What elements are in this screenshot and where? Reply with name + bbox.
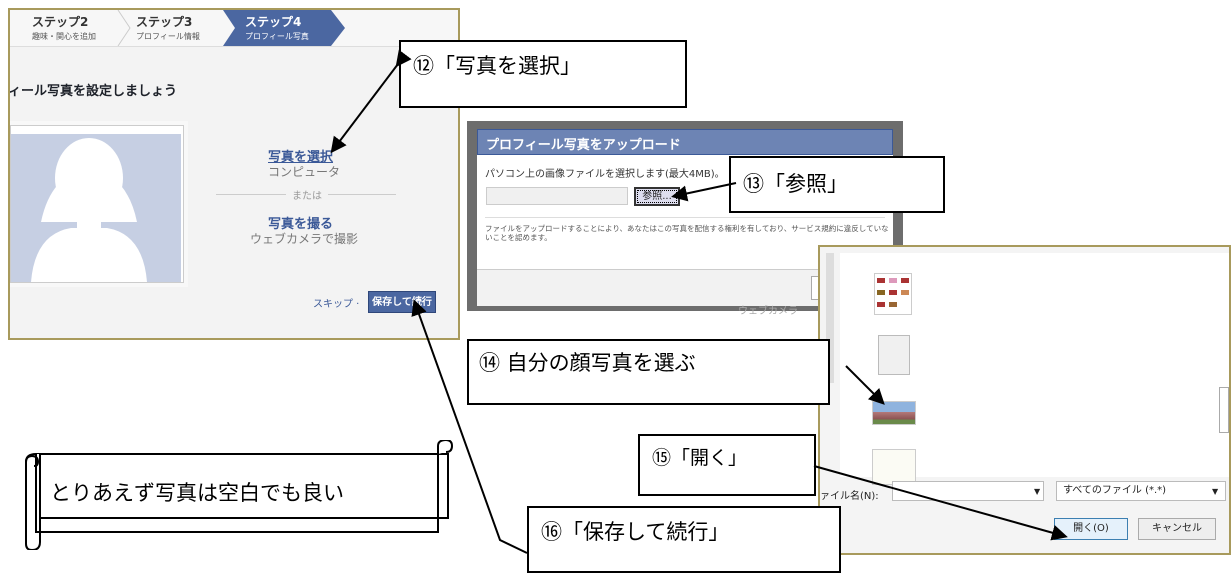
callout-select-photo: ⑫「写真を選択」 bbox=[399, 40, 687, 108]
dialog-description: パソコン上の画像ファイルを選択します(最大4MB)。 bbox=[485, 169, 725, 180]
arrow-to-browse bbox=[671, 182, 737, 202]
arrow-to-face-photo bbox=[845, 365, 885, 405]
step-progress-bar: ステップ2 趣味・関心を追加 ステップ3 プロフィール情報 ステップ4 プロフィ… bbox=[10, 10, 458, 47]
scroll-banner-shape bbox=[25, 440, 454, 550]
step-arrow-icon bbox=[331, 10, 345, 46]
cancel-button[interactable]: キャンセル bbox=[1138, 518, 1216, 540]
profile-photo-placeholder bbox=[10, 125, 184, 283]
skip-link[interactable]: スキップ · bbox=[313, 299, 360, 310]
arrow-to-select-photo bbox=[330, 49, 412, 154]
face-photo-thumbnail[interactable] bbox=[872, 401, 916, 425]
callout-open: ⑮「開く」 bbox=[638, 434, 816, 496]
step-4-subtitle: プロフィール写真 bbox=[245, 32, 309, 41]
take-photo-source: ウェブカメラで撮影 bbox=[250, 232, 359, 246]
filetype-select[interactable]: すべてのファイル (*.*) bbox=[1056, 481, 1226, 501]
background-text: ウェブカメラ bbox=[738, 306, 798, 317]
take-photo-link[interactable]: 写真を撮る bbox=[268, 217, 334, 232]
step-4-title: ステップ4 bbox=[245, 15, 302, 29]
terms-text: ファイルをアップロードすることにより、あなたはこの写真を配信する権利を有しており… bbox=[485, 224, 889, 242]
callout-browse: ⑬「参照」 bbox=[729, 156, 945, 213]
file-list bbox=[840, 253, 1229, 485]
step-notch-icon bbox=[223, 10, 235, 46]
select-photo-link[interactable]: 写真を選択 bbox=[268, 150, 334, 165]
dialog-title: プロフィール写真をアップロード bbox=[486, 138, 681, 153]
select-photo-source: コンピュータ bbox=[268, 165, 341, 179]
dialog-header: プロフィール写真をアップロード bbox=[477, 129, 893, 155]
step-2-subtitle: 趣味・関心を追加 bbox=[32, 32, 96, 41]
document-file-icon[interactable] bbox=[878, 335, 910, 375]
file-thumbnail-collage[interactable] bbox=[874, 273, 912, 315]
step-3-title: ステップ3 bbox=[136, 15, 193, 29]
filename-input[interactable] bbox=[892, 481, 1044, 501]
chevron-down-icon[interactable]: ▼ bbox=[1034, 487, 1041, 496]
left-scrollbar[interactable] bbox=[826, 253, 834, 383]
or-label: または bbox=[286, 187, 328, 202]
step-separator-icon bbox=[117, 10, 131, 46]
step-2-title: ステップ2 bbox=[32, 15, 89, 29]
right-scrollbar[interactable] bbox=[1219, 387, 1229, 433]
silhouette-icon bbox=[11, 134, 181, 282]
arrow-to-save-button bbox=[411, 299, 528, 554]
step-4-current[interactable]: ステップ4 プロフィール写真 bbox=[223, 10, 345, 46]
step-3-subtitle: プロフィール情報 bbox=[136, 32, 200, 41]
open-button[interactable]: 開く(O) bbox=[1054, 518, 1128, 540]
file-open-dialog: ァイル名(N): ▼ すべてのファイル (*.*) ▼ 開く(O) キャンセル bbox=[818, 245, 1231, 555]
page-title: ィール写真を設定しましょう bbox=[8, 84, 178, 99]
step-2[interactable]: ステップ2 趣味・関心を追加 bbox=[10, 10, 131, 46]
chevron-down-icon[interactable]: ▼ bbox=[1212, 487, 1219, 496]
callout-choose-face-photo: ⑭ 自分の顔写真を選ぶ bbox=[467, 339, 830, 405]
arrow-to-open-button bbox=[813, 465, 1068, 541]
file-path-input[interactable] bbox=[486, 187, 628, 205]
callout-save-continue: ⑯「保存して続行」 bbox=[527, 506, 841, 573]
filename-label: ァイル名(N): bbox=[820, 491, 879, 502]
scroll-banner-text: とりあえず写真は空白でも良い bbox=[50, 481, 344, 505]
step-3[interactable]: ステップ3 プロフィール情報 bbox=[114, 10, 232, 46]
dialog-divider bbox=[485, 217, 885, 218]
